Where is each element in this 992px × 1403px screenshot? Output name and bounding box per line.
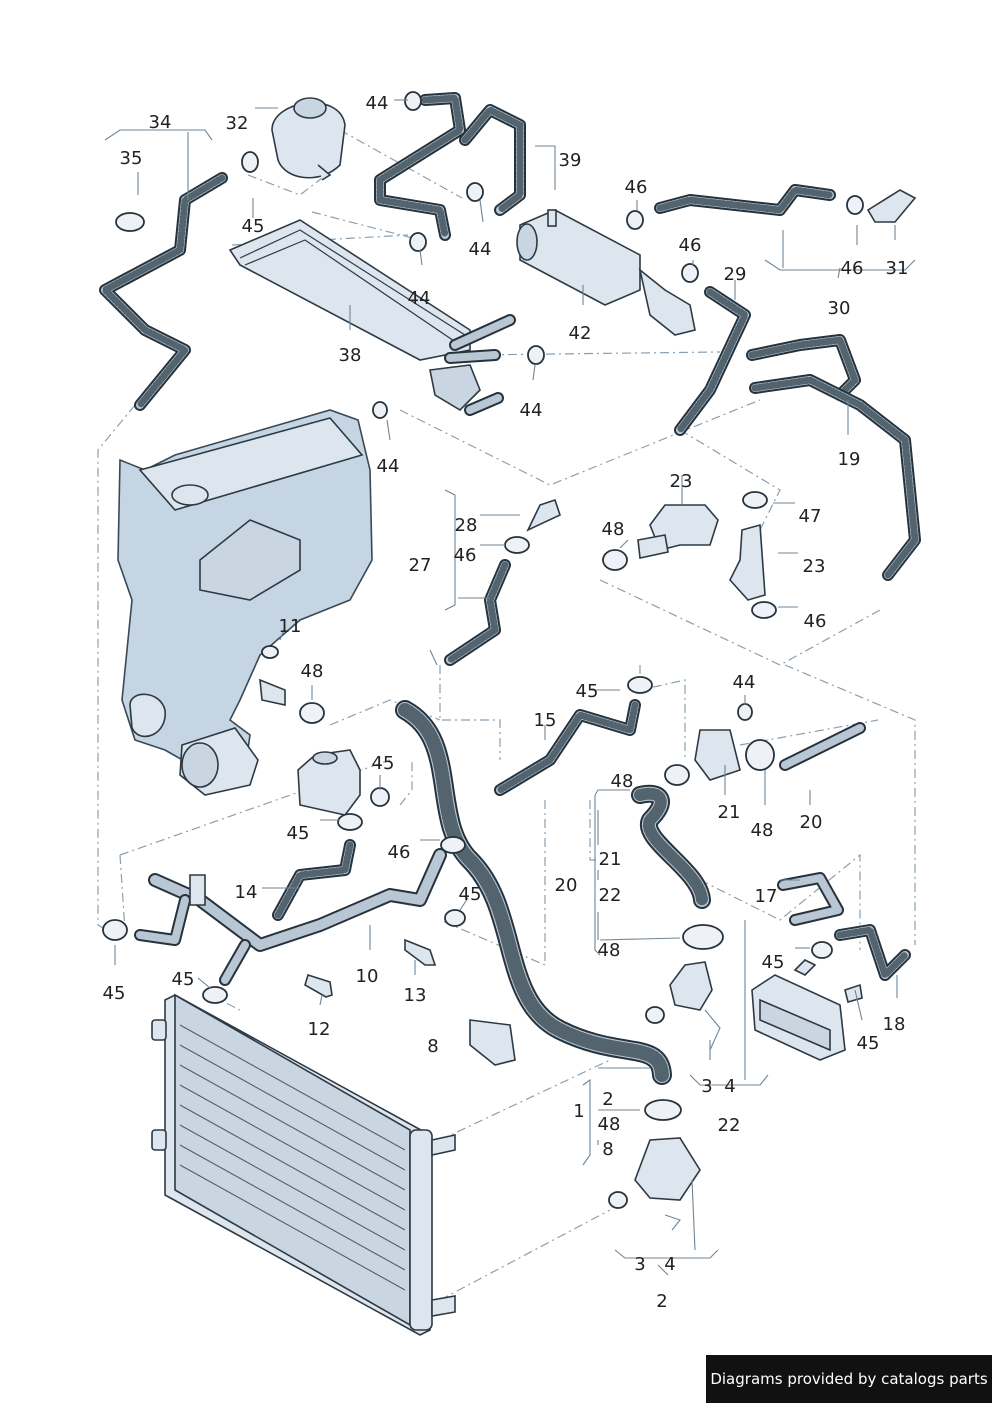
callout-46-a: 46: [624, 177, 648, 198]
callout-48-d: 48: [750, 820, 774, 841]
callout-45-e: 45: [458, 884, 482, 905]
callout-8-a: 8: [427, 1036, 439, 1057]
coolant-pipe-10: [134, 848, 447, 986]
callout-19: 19: [837, 449, 861, 470]
callout-45-a: 45: [241, 216, 265, 237]
callout-44-e: 44: [376, 456, 400, 477]
callout-12: 12: [307, 1019, 331, 1040]
credit-text: Diagrams provided by catalogs parts: [710, 1370, 988, 1388]
callout-3-b: 3: [634, 1254, 646, 1275]
callout-17: 17: [754, 886, 778, 907]
callout-13: 13: [403, 985, 427, 1006]
callout-46-d: 46: [803, 611, 827, 632]
callout-18: 18: [882, 1014, 906, 1035]
callout-28: 28: [454, 515, 478, 536]
callout-46-c: 46: [840, 258, 864, 279]
callout-44-b: 44: [468, 239, 492, 260]
callout-20-b: 20: [554, 875, 578, 896]
callout-39: 39: [558, 150, 582, 171]
callout-21-a: 21: [717, 802, 741, 823]
flanges-and-housings: [469, 189, 917, 1231]
callout-32: 32: [225, 113, 249, 134]
callout-1: 1: [573, 1101, 585, 1122]
callout-46-f: 46: [387, 842, 411, 863]
callout-48-b: 48: [300, 661, 324, 682]
callout-44-f: 44: [732, 672, 756, 693]
callout-45-c: 45: [371, 753, 395, 774]
callout-48-a: 48: [601, 519, 625, 540]
callout-20-a: 20: [799, 812, 823, 833]
callout-22-b: 22: [717, 1115, 741, 1136]
callout-45-g: 45: [171, 969, 195, 990]
callout-31: 31: [885, 258, 909, 279]
callout-8-b: 8: [602, 1139, 614, 1160]
callout-42: 42: [568, 323, 592, 344]
callout-4-a: 4: [724, 1076, 736, 1097]
callout-47: 47: [798, 506, 822, 527]
engine-block: [117, 409, 373, 796]
coolant-pipe-assembly: [228, 219, 516, 416]
callout-2-b: 2: [656, 1291, 668, 1312]
callout-46-e: 46: [453, 545, 477, 566]
radiator: [151, 993, 456, 1336]
callout-11: 11: [278, 616, 302, 637]
callout-48-c: 48: [610, 771, 634, 792]
callout-29: 29: [723, 264, 747, 285]
callout-21-b: 21: [598, 849, 622, 870]
callout-45-f: 45: [761, 952, 785, 973]
leader-lines: [104, 99, 916, 1276]
hose-clamps: [102, 91, 864, 1121]
callout-38: 38: [338, 345, 362, 366]
hoses: [99, 92, 921, 1085]
callout-27: 27: [408, 555, 432, 576]
callout-4-b: 4: [664, 1254, 676, 1275]
egr-cooler: [516, 209, 696, 336]
callout-34: 34: [148, 112, 172, 133]
callout-46-b: 46: [678, 235, 702, 256]
callout-30: 30: [827, 298, 851, 319]
callout-23-a: 23: [669, 471, 693, 492]
expansion-tank: [271, 97, 346, 181]
callout-45-b: 45: [575, 681, 599, 702]
callout-45-i: 45: [856, 1033, 880, 1054]
callout-45-d: 45: [286, 823, 310, 844]
callout-44-top: 44: [365, 93, 389, 114]
callout-45-h: 45: [102, 983, 126, 1004]
callout-35: 35: [119, 148, 143, 169]
callout-14: 14: [234, 882, 258, 903]
callout-48-e: 48: [597, 940, 621, 961]
callout-2-a: 2: [602, 1089, 614, 1110]
pipe-17: [777, 872, 844, 926]
callout-44-c: 44: [407, 288, 431, 309]
bolts: [304, 938, 437, 998]
callout-44-d: 44: [519, 400, 543, 421]
oil-cooler: [751, 959, 863, 1061]
callout-15: 15: [533, 710, 557, 731]
coolant-tank: [297, 749, 361, 816]
callout-22-a: 22: [598, 885, 622, 906]
catalog-credit-banner: Diagrams provided by catalogs parts: [706, 1355, 992, 1403]
callout-10: 10: [355, 966, 379, 987]
callout-48-f: 48: [597, 1114, 621, 1135]
callout-3-a: 3: [701, 1076, 713, 1097]
callout-23-b: 23: [802, 556, 826, 577]
